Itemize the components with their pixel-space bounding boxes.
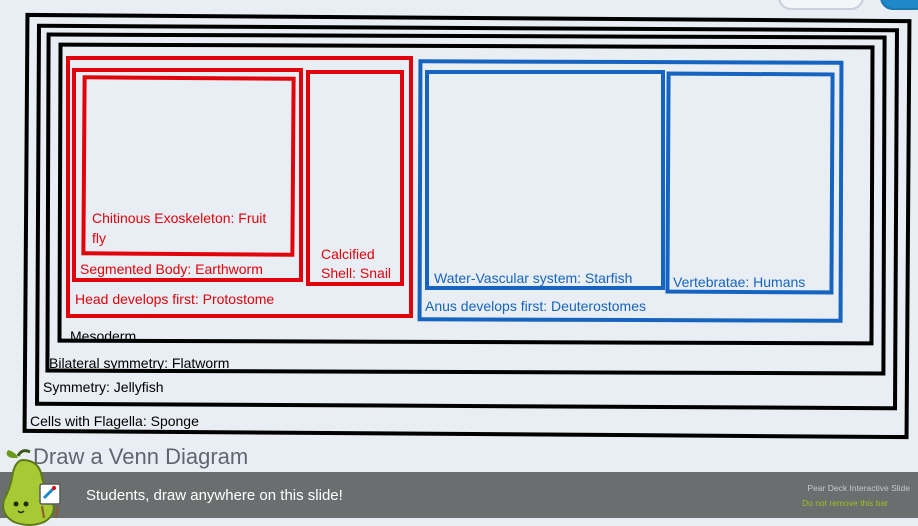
set-protostome — [66, 56, 413, 318]
set-humans — [665, 71, 835, 295]
peardeck-bar: Students, draw anywhere on this slide! P… — [0, 472, 918, 518]
set-earthworm — [72, 68, 303, 282]
toolbar-primary-button[interactable] — [880, 0, 918, 10]
label-earthworm: Segmented Body: Earthworm — [80, 261, 263, 277]
peardeck-notice: Do not remove this bar — [802, 498, 888, 508]
label-fruitfly: Chitinous Exoskeleton: Fruit fly — [92, 210, 267, 246]
peardeck-instruction: Students, draw anywhere on this slide! — [86, 487, 343, 504]
label-starfish: Water-Vascular system: Starfish — [434, 270, 633, 286]
label-deuterostome: Anus develops first: Deuterostomes — [425, 298, 646, 314]
label-jellyfish: Symmetry: Jellyfish — [43, 379, 164, 395]
set-snail — [306, 70, 404, 286]
toolbar-button[interactable] — [778, 0, 864, 10]
peardeck-pear-icon — [2, 449, 61, 526]
slide-title: Draw a Venn Diagram — [33, 444, 249, 469]
label-flatworm: Bilateral symmetry: Flatworm — [49, 355, 230, 371]
label-humans: Vertebratae: Humans — [673, 274, 806, 290]
label-mesoderm: Mesoderm — [70, 328, 137, 344]
peardeck-brand: Pear Deck Interactive Slide — [807, 483, 910, 493]
label-snail: Calcified Shell: Snail — [321, 246, 392, 281]
label-sponge: Cells with Flagella: Sponge — [30, 413, 199, 429]
set-starfish — [425, 70, 665, 290]
label-protostome: Head develops first: Protostome — [75, 291, 275, 307]
